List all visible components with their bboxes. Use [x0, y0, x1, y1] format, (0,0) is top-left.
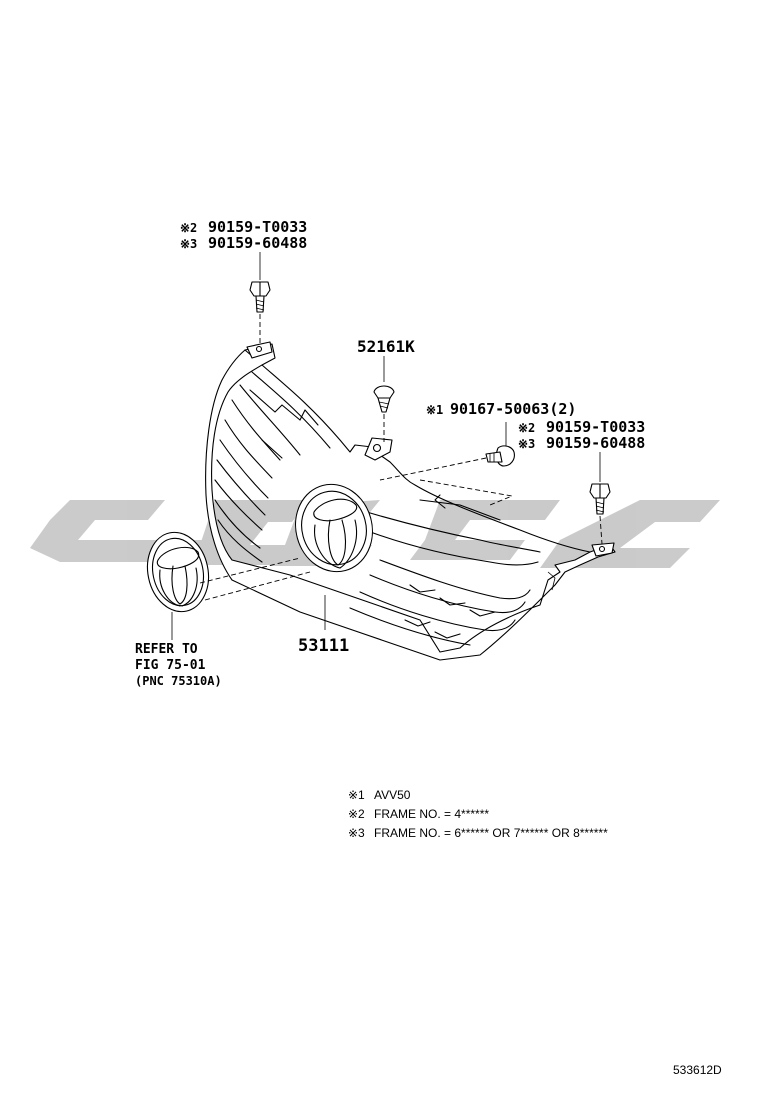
bolt-right-mark-1: ※2: [518, 421, 535, 435]
note-3-text: FRAME NO. = 6****** OR 7****** OR 8*****…: [374, 826, 608, 840]
bolt-right-labels: ※2 90159-T0033 ※3 90159-60488: [518, 418, 645, 452]
note-2-mark: ※2: [348, 807, 365, 821]
bolt-top-left-mark-1: ※2: [180, 221, 197, 235]
emblem-reference-line-1: REFER TO: [135, 642, 198, 657]
note-1-mark: ※1: [348, 788, 365, 802]
clip-52161k: [373, 356, 395, 442]
bolt-top-left-mark-2: ※3: [180, 237, 197, 251]
bolt-top-left-number-1: 90159-T0033: [208, 218, 307, 236]
clip-part-number: 52161K: [357, 337, 415, 356]
bolt-top-left: [249, 252, 271, 344]
emblem: [146, 531, 311, 640]
bolt-top-left-number-2: 90159-60488: [208, 234, 307, 252]
screw-center-mark: ※1: [426, 403, 443, 417]
bolt-right: [589, 452, 611, 545]
emblem-reference-line-2: FIG 75-01: [135, 658, 206, 673]
bolt-top-left-labels: ※2 90159-T0033 ※3 90159-60488: [180, 218, 307, 252]
emblem-reference: REFER TO FIG 75-01 (PNC 75310A): [135, 642, 222, 688]
screw-center: [379, 422, 515, 506]
note-2-text: FRAME NO. = 4******: [374, 807, 489, 821]
bolt-right-mark-2: ※3: [518, 437, 535, 451]
notes: ※1 AVV50 ※2 FRAME NO. = 4****** ※3 FRAME…: [348, 788, 608, 840]
bolt-right-number-1: 90159-T0033: [546, 418, 645, 436]
bolt-right-number-2: 90159-60488: [546, 434, 645, 452]
emblem-reference-line-3: (PNC 75310A): [135, 674, 222, 688]
diagram-code: 533612D: [673, 1063, 722, 1077]
note-3-mark: ※3: [348, 826, 365, 840]
note-1-text: AVV50: [374, 788, 411, 802]
screw-center-number: 90167-50063(2): [450, 400, 576, 418]
screw-center-labels: ※1 90167-50063(2): [426, 400, 576, 418]
grille-part-number: 53111: [298, 636, 349, 656]
grille-53111: [205, 341, 616, 661]
